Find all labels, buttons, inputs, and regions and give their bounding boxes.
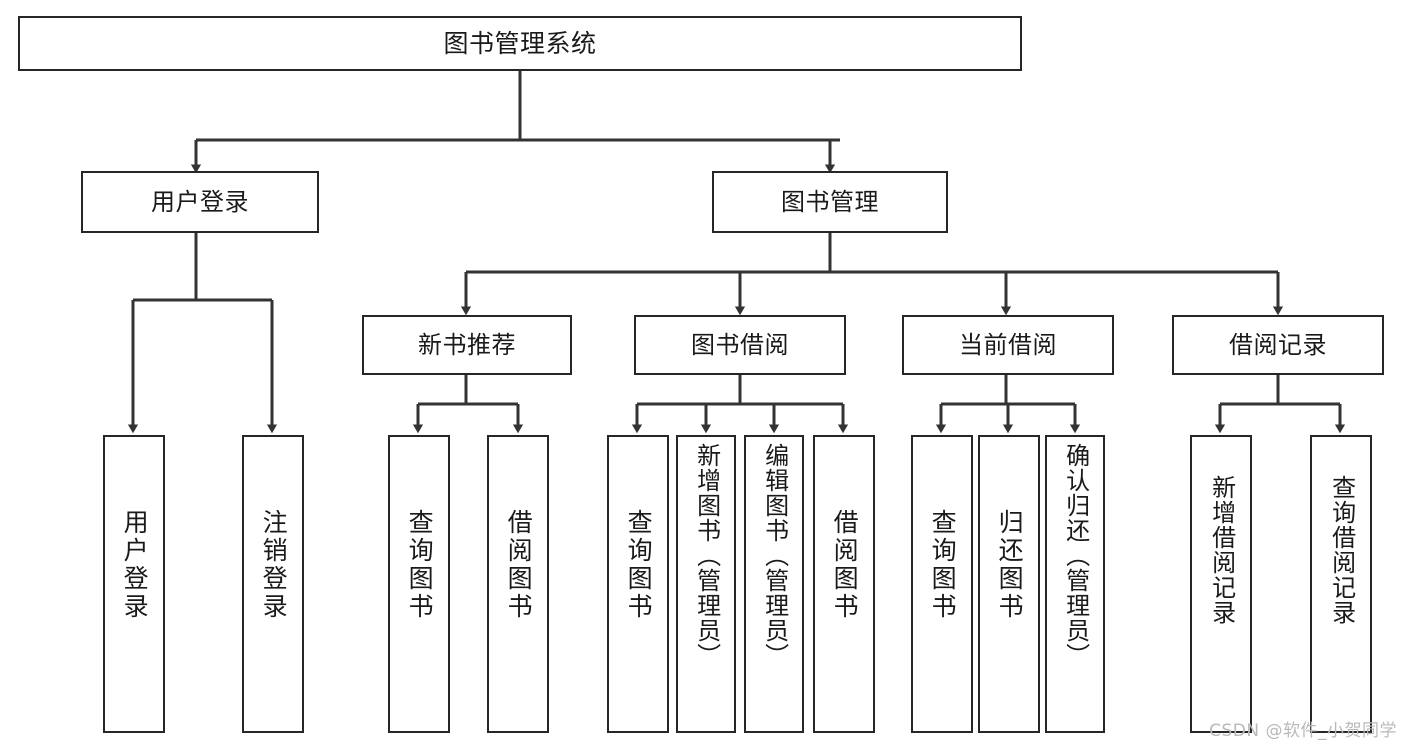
node-leaf-borrow-book-rec-label: 借阅图书: [504, 509, 534, 621]
node-book-manage-label: 图书管理: [781, 187, 879, 216]
node-leaf-return-book-label: 归还图书: [995, 509, 1025, 621]
node-leaf-query-borrow-record[interactable]: 查询借阅记录: [1310, 435, 1372, 733]
node-leaf-user-login-label: 用户登录: [120, 509, 150, 621]
node-leaf-query-borrow-record-label: 查询借阅记录: [1327, 475, 1356, 625]
node-root-label: 图书管理系统: [443, 28, 597, 58]
node-leaf-query-book-borrow-label: 查询图书: [624, 509, 654, 621]
node-leaf-user-login[interactable]: 用户登录: [103, 435, 165, 733]
node-leaf-edit-book-admin[interactable]: 编辑图书（管理员）: [744, 435, 804, 733]
node-leaf-add-borrow-record[interactable]: 新增借阅记录: [1190, 435, 1252, 733]
node-leaf-query-book-borrow[interactable]: 查询图书: [607, 435, 669, 733]
node-borrow-record[interactable]: 借阅记录: [1172, 315, 1384, 375]
node-leaf-confirm-return-admin[interactable]: 确认归还（管理员）: [1045, 435, 1105, 733]
node-user-login-label: 用户登录: [151, 187, 249, 216]
node-current-borrow-label: 当前借阅: [959, 330, 1057, 359]
node-leaf-return-book[interactable]: 归还图书: [978, 435, 1040, 733]
node-leaf-logout-login[interactable]: 注销登录: [242, 435, 304, 733]
node-leaf-borrow-book[interactable]: 借阅图书: [813, 435, 875, 733]
node-leaf-query-book-rec-label: 查询图书: [405, 509, 435, 621]
node-new-book-recommend-label: 新书推荐: [418, 330, 516, 359]
node-leaf-logout-login-label: 注销登录: [259, 509, 289, 621]
node-leaf-add-book-admin[interactable]: 新增图书（管理员）: [676, 435, 736, 733]
node-leaf-edit-book-admin-label: 编辑图书（管理员）: [760, 443, 789, 668]
node-leaf-confirm-return-admin-label: 确认归还（管理员）: [1061, 443, 1090, 668]
node-leaf-query-book-rec[interactable]: 查询图书: [388, 435, 450, 733]
node-current-borrow[interactable]: 当前借阅: [902, 315, 1114, 375]
node-leaf-query-book-current-label: 查询图书: [928, 509, 958, 621]
node-leaf-add-borrow-record-label: 新增借阅记录: [1207, 475, 1236, 625]
node-leaf-borrow-book-rec[interactable]: 借阅图书: [487, 435, 549, 733]
node-root[interactable]: 图书管理系统: [18, 16, 1022, 71]
node-new-book-recommend[interactable]: 新书推荐: [362, 315, 572, 375]
node-leaf-borrow-book-label: 借阅图书: [830, 509, 860, 621]
node-leaf-add-book-admin-label: 新增图书（管理员）: [692, 443, 721, 668]
csdn-watermark: CSDN @软件_小贺同学: [1209, 721, 1397, 741]
node-borrow-record-label: 借阅记录: [1229, 330, 1327, 359]
node-book-borrow[interactable]: 图书借阅: [634, 315, 846, 375]
node-user-login[interactable]: 用户登录: [81, 171, 319, 233]
node-leaf-query-book-current[interactable]: 查询图书: [911, 435, 973, 733]
node-book-manage[interactable]: 图书管理: [712, 171, 948, 233]
node-book-borrow-label: 图书借阅: [691, 330, 789, 359]
